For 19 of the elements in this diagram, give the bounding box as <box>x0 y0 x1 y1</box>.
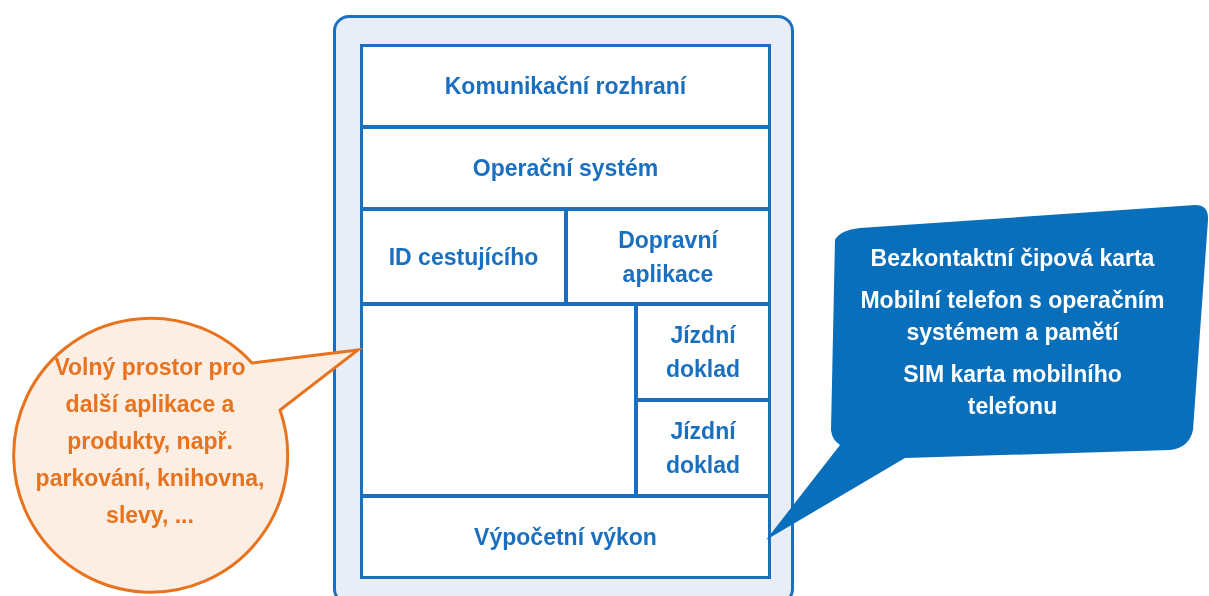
label-text: SIM karta mobilního telefonu <box>902 360 1123 421</box>
label-text: Operační systém <box>472 154 659 183</box>
device-frame <box>333 15 794 596</box>
label-text: Výpočetní výkon <box>474 523 657 552</box>
empty-cell <box>360 303 637 497</box>
label-text: Bezkontaktní čipová karta <box>870 244 1155 273</box>
label-text: Dopravní aplikace <box>617 225 720 289</box>
label-text: ID cestujícího <box>388 242 539 272</box>
label-text: Jízdní doklad <box>664 321 742 384</box>
label-text: Komunikační rozhraní <box>444 72 687 101</box>
layer-cell <box>360 208 567 305</box>
layer-cell <box>360 495 771 579</box>
layer-cell <box>635 303 771 401</box>
layer-cell <box>565 208 771 305</box>
label-text: Mobilní telefon s operačním systémem a pamětí <box>859 286 1166 347</box>
layer-cell <box>360 44 771 128</box>
label-text: Jízdní doklad <box>664 417 742 480</box>
layer-cell <box>635 399 771 497</box>
layer-cell <box>360 126 771 210</box>
